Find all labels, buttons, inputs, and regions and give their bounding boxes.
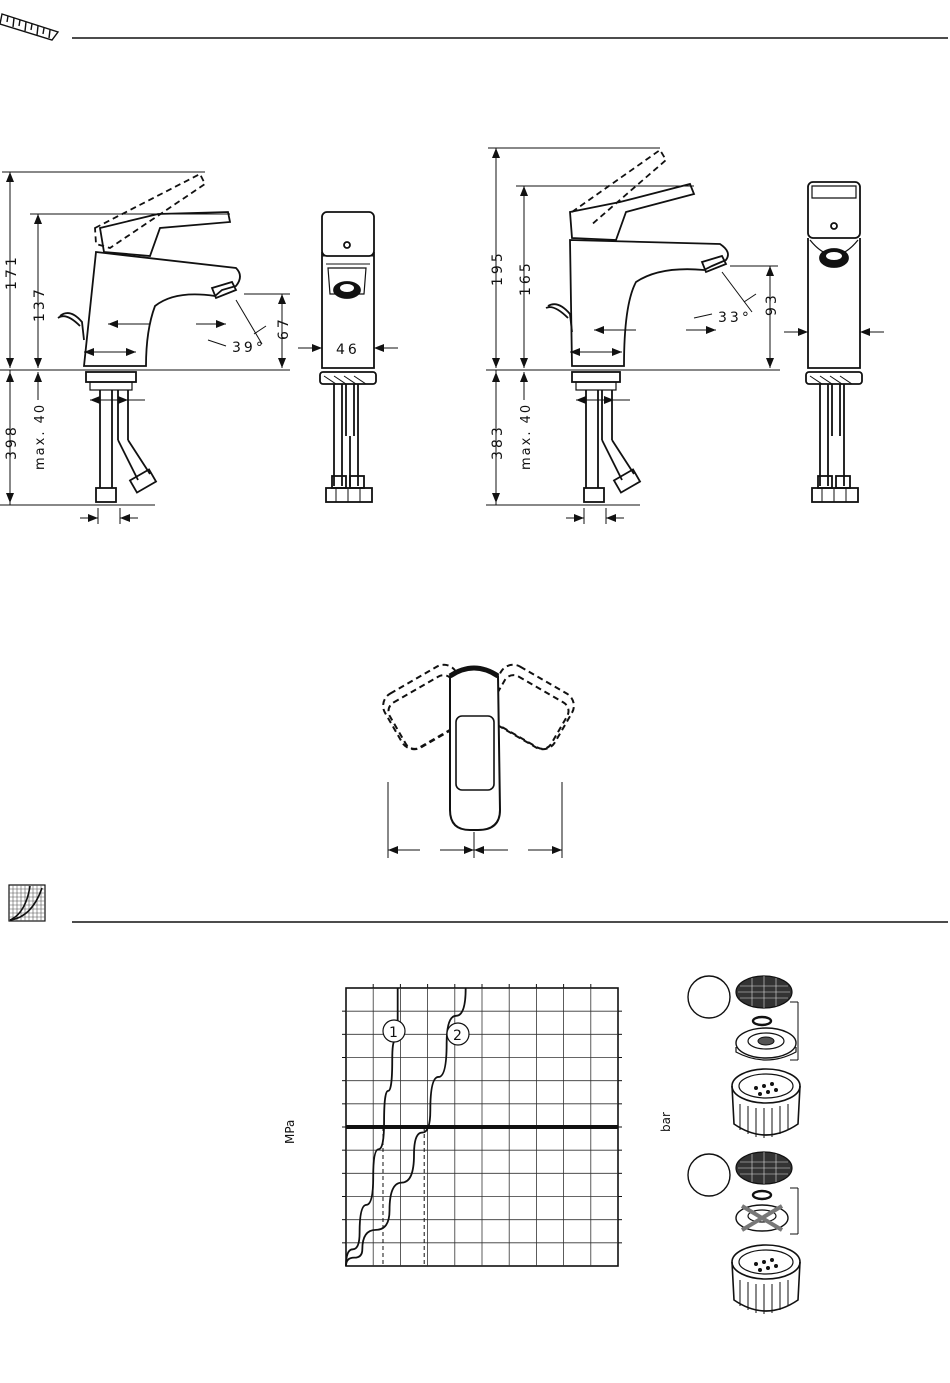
right-below-deck: 383 (490, 424, 506, 460)
faucet-top-view (378, 660, 579, 858)
left-width: 46 (336, 342, 360, 358)
right-height-lever: 165 (518, 260, 534, 296)
right-max-label: max. 40 (519, 403, 534, 470)
curve-label-2-text: 2 (453, 1028, 462, 1044)
curve-label-2: 2 (447, 1023, 469, 1045)
chart-y-right-unit: bar (659, 1112, 673, 1132)
curve-label-1: 1 (383, 1020, 405, 1042)
ruler-icon (0, 14, 58, 40)
left-below-deck: 398 (4, 424, 20, 460)
curve-label-1-text: 1 (389, 1025, 398, 1041)
right-angle: 33° (718, 310, 752, 326)
aerator-assembly-1 (688, 976, 800, 1138)
flow-curve-icon (9, 885, 45, 921)
left-spout-height: 67 (276, 316, 292, 340)
option-circle-2 (688, 1154, 730, 1196)
chart-y-left-unit: MPa (283, 1120, 297, 1144)
left-height-lever: 137 (32, 286, 48, 322)
right-faucet-front-view (784, 182, 884, 502)
left-angle: 39° (232, 340, 266, 356)
right-height-total: 195 (490, 250, 506, 286)
left-height-total: 171 (4, 254, 20, 290)
left-max-label: max. 40 (33, 403, 48, 470)
option-circle-1 (688, 976, 730, 1018)
aerator-assembly-2 (688, 1152, 800, 1314)
right-spout-height: 93 (764, 292, 780, 316)
